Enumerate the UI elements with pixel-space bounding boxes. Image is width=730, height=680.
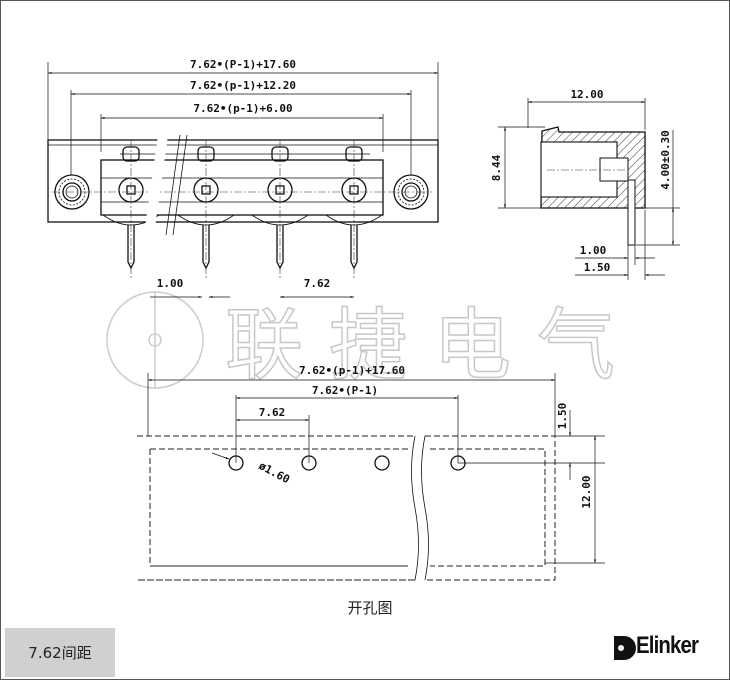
brand-name: Elinker xyxy=(636,632,699,659)
cutout-hole xyxy=(301,455,317,471)
cutout-view: 7.62•(p-1)+17.60 7.62•(P-1) 7.62 ø1.60 1… xyxy=(137,364,605,581)
dim-pin-width: 1.00 xyxy=(157,277,184,290)
cutout-caption: 开孔图 xyxy=(347,599,393,617)
dim-pin-length: 4.00±0.30 xyxy=(659,130,672,190)
dim-depth: 12.00 xyxy=(570,88,603,101)
dim-hole-diameter: ø1.60 xyxy=(257,459,292,486)
dim-edge: 1.50 xyxy=(556,403,569,430)
front-view: 7.62•(P-1)+17.60 7.62•(p-1)+12.20 7.62•(… xyxy=(47,58,439,299)
dim-overall: 7.62•(P-1)+17.60 xyxy=(190,58,296,71)
dim-pin-thickness: 1.00 xyxy=(580,244,607,257)
terminal-pin xyxy=(177,140,235,280)
dim-height: 8.44 xyxy=(490,154,503,181)
brand-logo-icon xyxy=(614,636,636,660)
terminal-pin xyxy=(325,140,383,280)
side-view: 12.00 8.44 4.00±0.30 1.00 1.50 xyxy=(490,88,680,280)
dim-pin-offset: 1.50 xyxy=(584,261,611,274)
cutout-hole xyxy=(374,455,390,471)
pitch-label: 7.62间距 xyxy=(5,628,115,677)
dim-width: 12.00 xyxy=(580,475,593,508)
cutout-hole xyxy=(228,455,244,471)
dim-plug: 7.62•(p-1)+6.00 xyxy=(193,102,292,115)
dim-cutout-overall: 7.62•(p-1)+17.60 xyxy=(299,364,405,377)
terminal-pin xyxy=(102,140,160,280)
dim-flange-holes: 7.62•(p-1)+12.20 xyxy=(190,79,296,92)
dim-pitch: 7.62 xyxy=(304,277,331,290)
dim-cutout-pitch: 7.62 xyxy=(259,406,286,419)
terminal-pin xyxy=(251,140,309,280)
svg-text:联捷电气: 联捷电气 xyxy=(225,301,615,391)
dim-hole-span: 7.62•(P-1) xyxy=(312,384,378,397)
